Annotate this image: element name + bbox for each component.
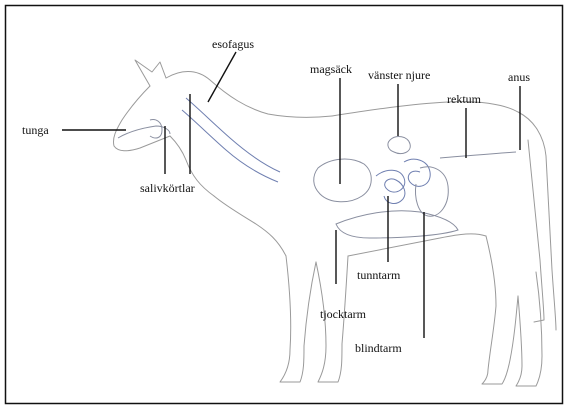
diagram-frame [6,6,563,404]
label-anus: anus [508,70,530,84]
label-tjocktarm: tjocktarm [320,307,367,321]
label-tunntarm: tunntarm [357,268,401,282]
label-blindtarm: blindtarm [355,341,402,355]
label-tunga: tunga [22,123,49,137]
label-magsack: magsäck [310,62,352,76]
label-vanster-njure: vänster njure [368,68,430,82]
label-esofagus: esofagus [212,37,254,51]
label-salivkortlar: salivkörtlar [140,181,195,195]
label-rektum: rektum [447,92,482,106]
